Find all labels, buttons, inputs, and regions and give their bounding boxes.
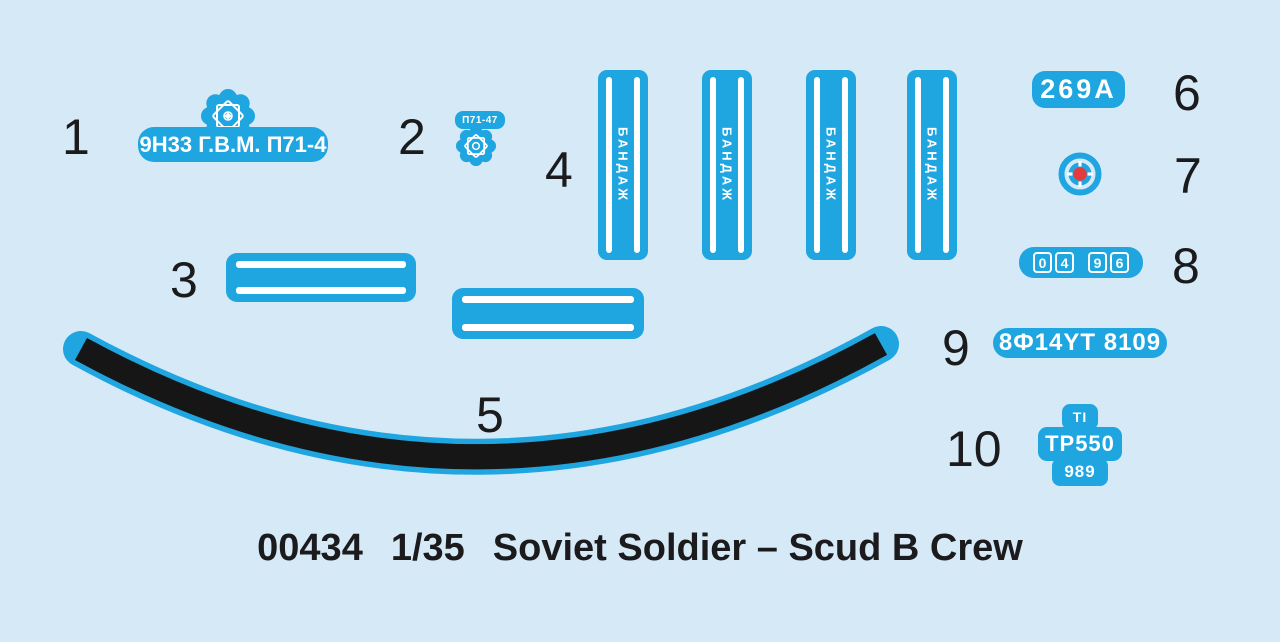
decal-10-line-3: 989 [1052,458,1108,486]
decal-10-line-2: TP550 [1038,427,1122,461]
decal-2-star-emblem-icon [455,125,497,167]
decal-5-curved-strip [63,326,899,475]
decal-4-bar-3: БАНДАЖ [806,70,856,260]
decal-7-roundel-icon [1058,152,1102,196]
decal-4-bar-2: БАНДАЖ [702,70,752,260]
item-number-6: 6 [1173,65,1201,121]
decal-10-line-1: TI [1062,404,1098,430]
sheet-title: 00434 1/35 Soviet Soldier – Scud B Crew [0,529,1280,567]
decal-4-bar-label: БАНДАЖ [823,126,839,204]
decal-8-plate: 0 4 9 6 [1019,247,1143,278]
decal-4-bar-label: БАНДАЖ [615,126,631,204]
decal-3-bar-2 [452,288,644,339]
title-kit-name: Soviet Soldier – Scud B Crew [492,527,1023,569]
decal-2-label: П71-47 [455,111,505,129]
item-number-1: 1 [62,109,90,165]
decal-8-digit-1: 0 [1033,252,1052,273]
decal-4-bar-label: БАНДАЖ [924,126,940,204]
decal-8-digit-4: 6 [1110,252,1129,273]
item-number-5: 5 [476,387,504,443]
item-number-9: 9 [942,320,970,376]
decal-8-digit-3: 9 [1088,252,1107,273]
item-number-3: 3 [170,252,198,308]
decal-4-bar-label: БАНДАЖ [719,126,735,204]
item-number-8: 8 [1172,238,1200,294]
item-number-4: 4 [545,142,573,198]
decal-4-bar-4: БАНДАЖ [907,70,957,260]
decal-9-label: 8Ф14YT 8109 [993,328,1167,358]
decal-4-bar-1: БАНДАЖ [598,70,648,260]
decal-3-bar-1 [226,253,416,302]
item-number-2: 2 [398,109,426,165]
item-number-7: 7 [1174,148,1202,204]
decal-6-label: 269A [1032,71,1125,108]
title-kit-scale: 1/35 [390,527,465,569]
decal-8-digit-2: 4 [1055,252,1074,273]
item-number-10: 10 [946,421,1002,477]
decal-1-label: 9Н33 Г.В.М. П71-4 [138,127,328,162]
title-kit-code: 00434 [257,527,363,569]
